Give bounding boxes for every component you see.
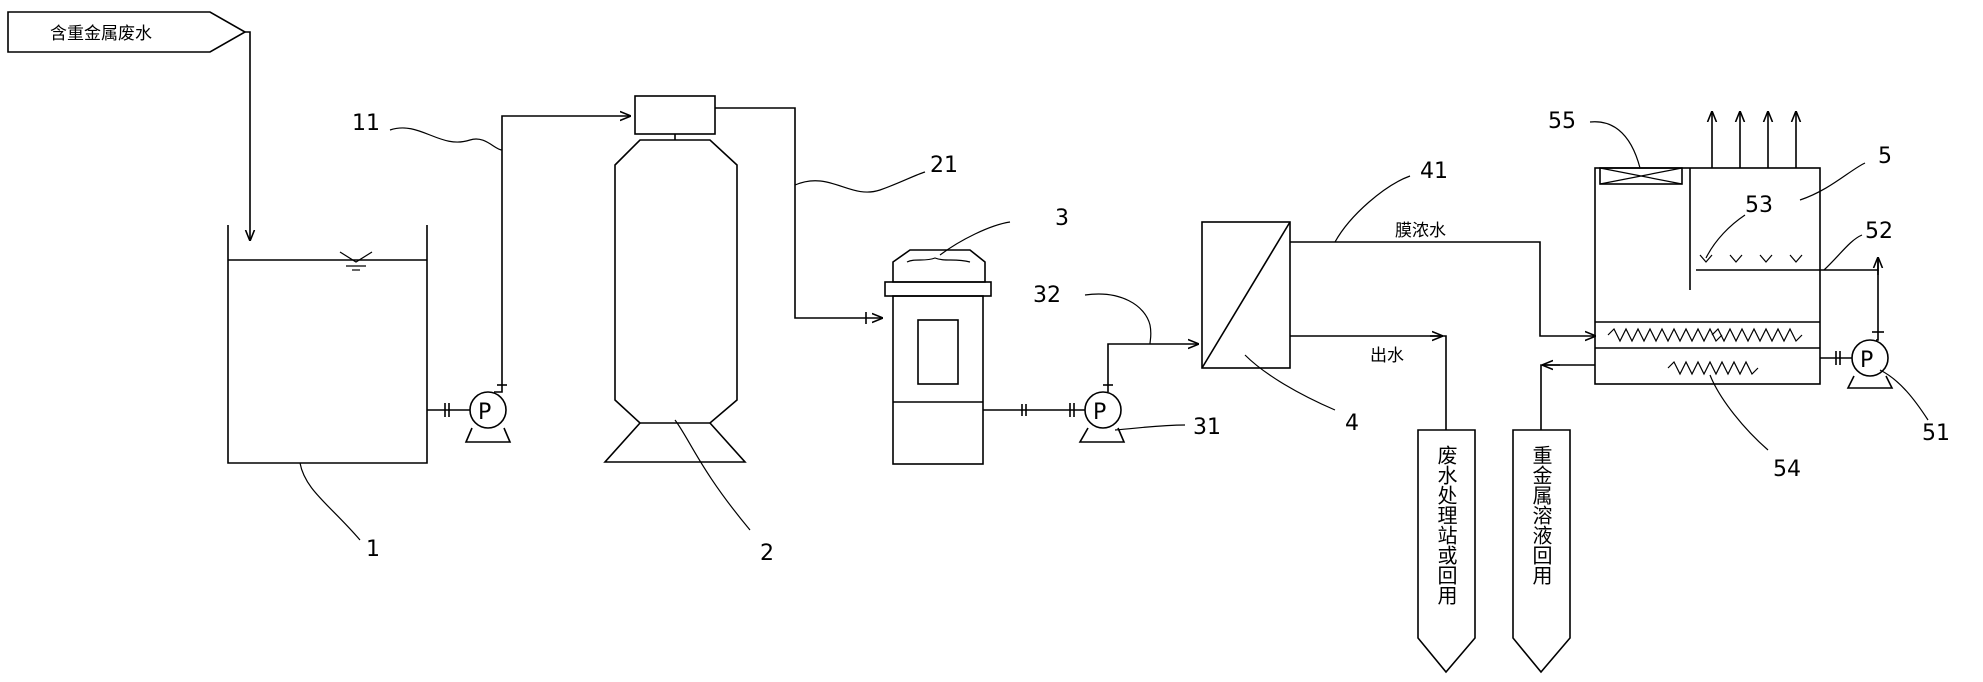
tank-1: 1 <box>227 225 428 562</box>
pump-51-letter: P <box>1860 348 1873 373</box>
pump-1-letter: P <box>478 400 491 425</box>
label-32: 32 <box>1033 283 1061 308</box>
label-51: 51 <box>1922 421 1950 446</box>
outlet-label: 出水 <box>1370 346 1404 366</box>
outlet-wastewater-text: 废水处理站或回用 <box>1434 445 1458 605</box>
evaporator-5: 55 53 5 52 54 <box>1548 109 1893 482</box>
label-21: 21 <box>930 153 958 178</box>
label-11: 11 <box>352 111 380 136</box>
membrane-4: 4 膜浓水 41 出水 <box>1201 159 1595 436</box>
filter-3: 3 <box>884 206 1069 465</box>
label-2: 2 <box>760 541 774 566</box>
label-41: 41 <box>1420 159 1448 184</box>
vessel-2: 2 21 <box>603 95 958 566</box>
outlet-wastewater-station: 废水处理站或回用 <box>1417 429 1476 674</box>
label-53: 53 <box>1745 193 1773 218</box>
spray-nozzles <box>1699 254 1803 263</box>
label-5: 5 <box>1878 144 1892 169</box>
pump-31-letter: P <box>1093 400 1106 425</box>
outlet-metal-text: 重金属溶液回用 <box>1529 445 1553 585</box>
pump-1: P 11 <box>352 111 630 443</box>
outlet-metal-solution: 重金属溶液回用 <box>1512 365 1595 674</box>
pump-31: P 31 32 <box>1033 283 1221 443</box>
source-inlet: 含重金属废水 <box>7 11 250 240</box>
label-55: 55 <box>1548 109 1576 134</box>
pump-51: P 51 <box>1820 270 1950 446</box>
concentrate-label: 膜浓水 <box>1395 221 1446 241</box>
label-54: 54 <box>1773 457 1801 482</box>
label-31: 31 <box>1193 415 1221 440</box>
label-1: 1 <box>366 537 380 562</box>
source-label: 含重金属废水 <box>50 24 152 44</box>
label-4: 4 <box>1345 411 1359 436</box>
label-52: 52 <box>1865 219 1893 244</box>
label-3: 3 <box>1055 206 1069 231</box>
